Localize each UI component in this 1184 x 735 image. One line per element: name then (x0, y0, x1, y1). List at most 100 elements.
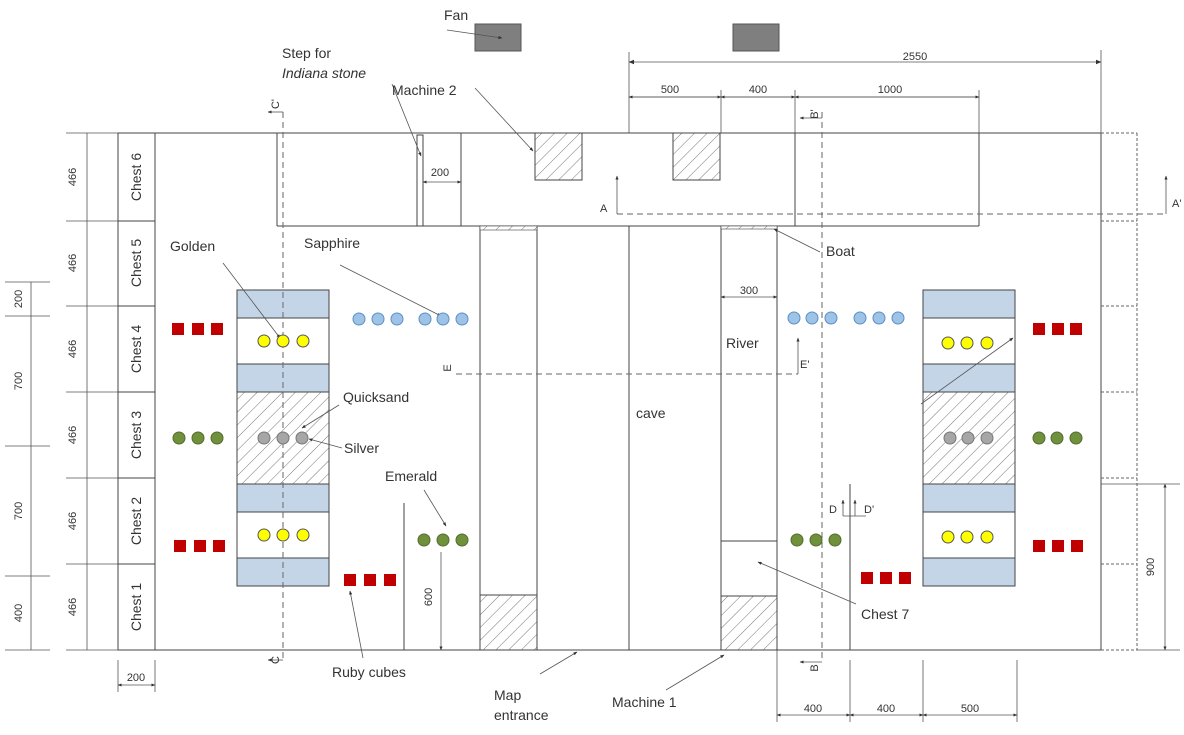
golden-right-top-2 (960, 336, 974, 350)
silver-left-3 (295, 431, 309, 445)
machine2-block-right (672, 132, 721, 181)
emerald-mid-right-1 (790, 533, 804, 547)
machine1-label: Machine 1 (612, 694, 677, 710)
emerald-mid-right-2 (809, 533, 823, 547)
ruby-right-top-2 (1052, 323, 1064, 335)
dim-bottom-400-1: 400 (804, 703, 822, 715)
cave-label: cave (636, 405, 666, 421)
chest7-label: Chest 7 (861, 606, 909, 622)
sapphire-right-2 (805, 311, 819, 325)
chest-6-label: Chest 6 (128, 153, 144, 201)
sapphire-left-4 (418, 312, 432, 326)
dim-outer-400: 400 (13, 604, 25, 622)
sapphire-left-6 (455, 312, 469, 326)
ruby-label: Ruby cubes (332, 664, 406, 680)
dim-bottom-200: 200 (127, 672, 145, 684)
ruby-right-bottom-3 (899, 572, 911, 584)
dim-outer-700-1: 700 (13, 372, 25, 390)
dim-right-900: 900 (1145, 558, 1157, 576)
right-platform (922, 289, 1016, 587)
sapphire-right-4 (853, 311, 867, 325)
section-a: A (600, 203, 608, 215)
sapphire-right-5 (872, 311, 886, 325)
sapphire-label: Sapphire (304, 235, 360, 251)
emerald-mid-left-2 (436, 533, 450, 547)
map-entrance-line1: Map (494, 687, 521, 703)
sapphire-right-3 (824, 311, 838, 325)
golden-left-top-2 (276, 334, 290, 348)
dim-river-300: 300 (740, 285, 758, 297)
dim-bottom-500: 500 (961, 703, 979, 715)
golden-left-bottom-2 (276, 528, 290, 542)
golden-left-top-3 (296, 334, 310, 348)
chest-3-label: Chest 3 (128, 411, 144, 459)
dim-left-466-4: 466 (67, 426, 79, 444)
emerald-outer-left-1 (172, 431, 186, 445)
dim-top-400: 400 (749, 84, 767, 96)
emerald-outer-right-2 (1050, 431, 1064, 445)
fan-right (732, 23, 780, 52)
emerald-outer-right-3 (1069, 431, 1083, 445)
leader-lines (222, 29, 1014, 691)
sapphire-left-2 (371, 312, 385, 326)
dim-outer-700-2: 700 (13, 502, 25, 520)
chest-4-label: Chest 4 (128, 325, 144, 373)
silver-label: Silver (344, 440, 379, 456)
ruby-right-bottom-2 (880, 572, 892, 584)
item-markers (172, 311, 1083, 586)
chest-5-label: Chest 5 (128, 239, 144, 287)
golden-right-top-3 (980, 336, 994, 350)
section-b-top: B' (809, 109, 821, 118)
section-b-bottom: B (809, 664, 821, 671)
sapphire-right-6 (891, 311, 905, 325)
ruby-right-top-1 (1033, 323, 1045, 335)
section-a-prime: A' (1172, 198, 1181, 210)
golden-right-bottom-3 (980, 530, 994, 544)
sapphire-left-3 (390, 312, 404, 326)
ruby-left-top-1 (172, 323, 184, 335)
section-d: D (829, 504, 837, 516)
section-e-prime: E' (800, 359, 809, 371)
dim-top-1000: 1000 (878, 84, 902, 96)
fan-label: Fan (444, 7, 468, 23)
chest-2-label: Chest 2 (128, 497, 144, 545)
ruby-left-bottom-3 (384, 574, 396, 586)
emerald-mid-left-1 (417, 533, 431, 547)
dim-top-500: 500 (661, 84, 679, 96)
step-label-line2: Indiana stone (282, 65, 366, 81)
section-c-bottom: C (270, 656, 282, 664)
silver-right-2 (961, 431, 975, 445)
dimension-lines (5, 50, 1180, 722)
boat-label: Boat (826, 243, 855, 259)
dim-top-total: 2550 (903, 51, 927, 63)
golden-right-top-1 (941, 336, 955, 350)
silver-right-1 (943, 431, 957, 445)
sapphire-right-1 (787, 311, 801, 325)
ruby-right-top-3 (1070, 323, 1082, 335)
ruby-right-mid-1 (1033, 540, 1045, 552)
ruby-left-bottom-2 (364, 574, 376, 586)
golden-label: Golden (170, 238, 215, 254)
section-d-prime: D' (864, 504, 874, 516)
silver-left-2 (276, 431, 290, 445)
emerald-mid-left-3 (455, 533, 469, 547)
golden-left-bottom-3 (296, 528, 310, 542)
dim-left-466-2: 466 (67, 254, 79, 272)
golden-left-bottom-1 (257, 528, 271, 542)
silver-left-1 (257, 431, 271, 445)
section-e-left: E (442, 364, 454, 371)
ruby-left-bottom-1 (344, 574, 356, 586)
map-entrance-line2: entrance (494, 707, 549, 723)
golden-left-top-1 (257, 334, 271, 348)
dim-inner-600: 600 (423, 588, 435, 606)
dim-left-466-1: 466 (67, 168, 79, 186)
ruby-left-top-2 (192, 323, 204, 335)
golden-right-bottom-2 (960, 530, 974, 544)
section-c-top: C' (270, 99, 282, 109)
sapphire-left-1 (352, 312, 366, 326)
dim-step-200: 200 (431, 167, 449, 179)
machine1-block-left (479, 594, 538, 651)
machine1-block-right (720, 595, 778, 651)
river-label: River (726, 335, 759, 351)
